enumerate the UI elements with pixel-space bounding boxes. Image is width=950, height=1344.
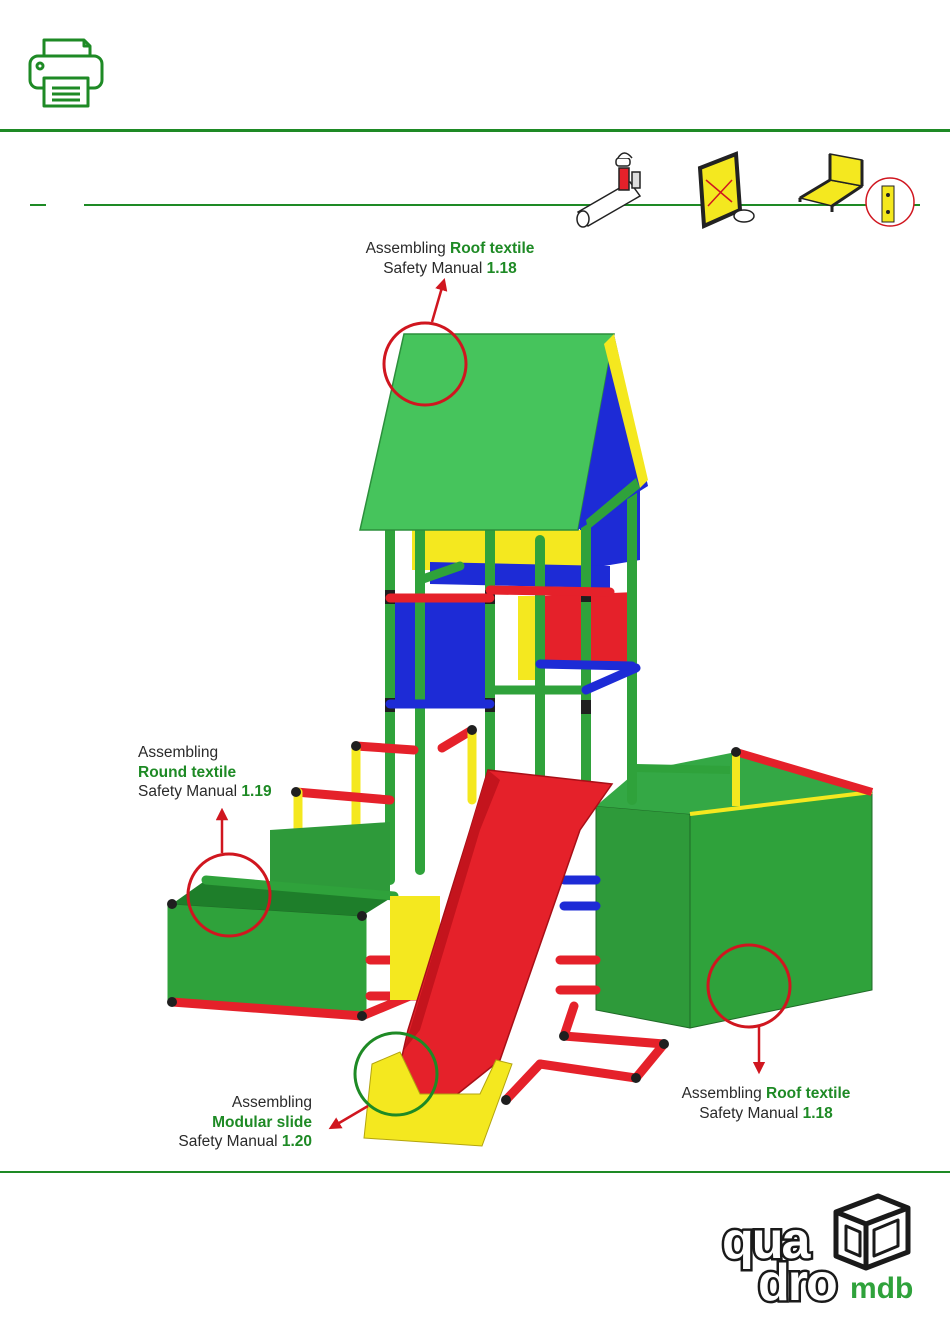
quadro-mdb-logo: qua dro mdb (718, 1190, 928, 1310)
callout-prefix: Assembling (366, 240, 450, 257)
callout-modular-slide: Assembling Modular slide Safety Manual 1… (132, 1093, 312, 1152)
callout-manual-number: 1.19 (241, 783, 271, 800)
callout-part: Roof textile (766, 1085, 850, 1102)
callout-part: Round textile (138, 764, 236, 781)
logo-suffix: mdb (850, 1272, 913, 1305)
callout-manual-number: 1.18 (803, 1105, 833, 1122)
callout-prefix: Assembling (138, 744, 218, 761)
callout-prefix: Assembling (682, 1085, 766, 1102)
callout-roof-right: Assembling Roof textile Safety Manual 1.… (646, 1084, 886, 1123)
logo-line2: dro (758, 1254, 836, 1310)
callout-manual: Safety Manual (178, 1133, 281, 1150)
callout-manual-number: 1.20 (282, 1133, 312, 1150)
callout-manual: Safety Manual (383, 260, 486, 277)
callout-manual-number: 1.18 (487, 260, 517, 277)
callout-manual: Safety Manual (699, 1105, 802, 1122)
callout-part: Modular slide (212, 1114, 312, 1131)
callout-prefix: Assembling (232, 1094, 312, 1111)
callout-part: Roof textile (450, 240, 534, 257)
callout-roof-top: Assembling Roof textile Safety Manual 1.… (330, 239, 570, 278)
callout-manual: Safety Manual (138, 783, 241, 800)
callout-round-textile: Assembling Round textile Safety Manual 1… (138, 743, 318, 802)
